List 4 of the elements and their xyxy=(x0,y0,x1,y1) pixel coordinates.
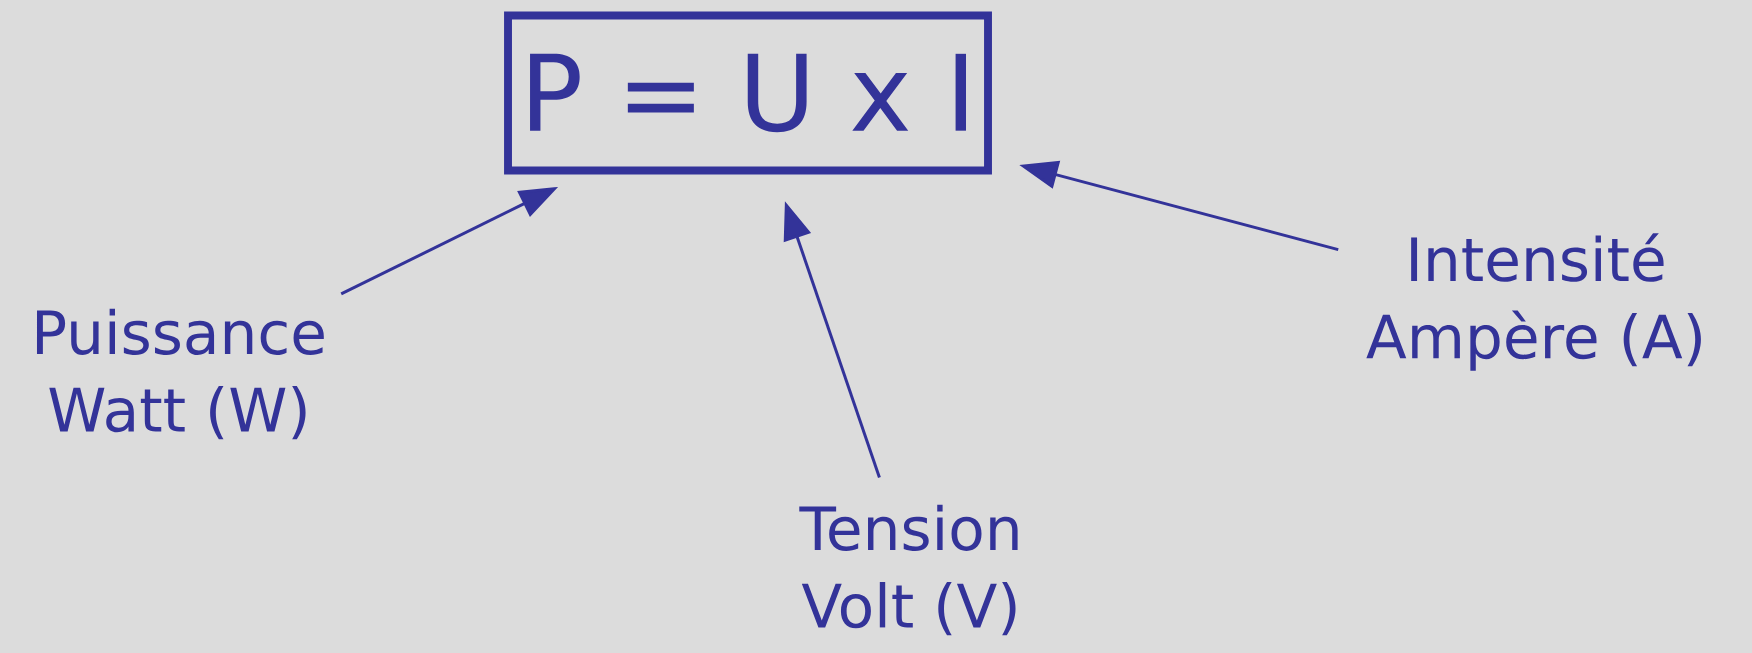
quantity-label: Intensité Ampère (A) xyxy=(1366,233,1701,371)
formula-box: P = U x I xyxy=(504,11,992,175)
quantity-label: Puissance Watt (W) xyxy=(37,308,324,440)
quantity-label: Tension Volt (V) xyxy=(799,504,1018,636)
